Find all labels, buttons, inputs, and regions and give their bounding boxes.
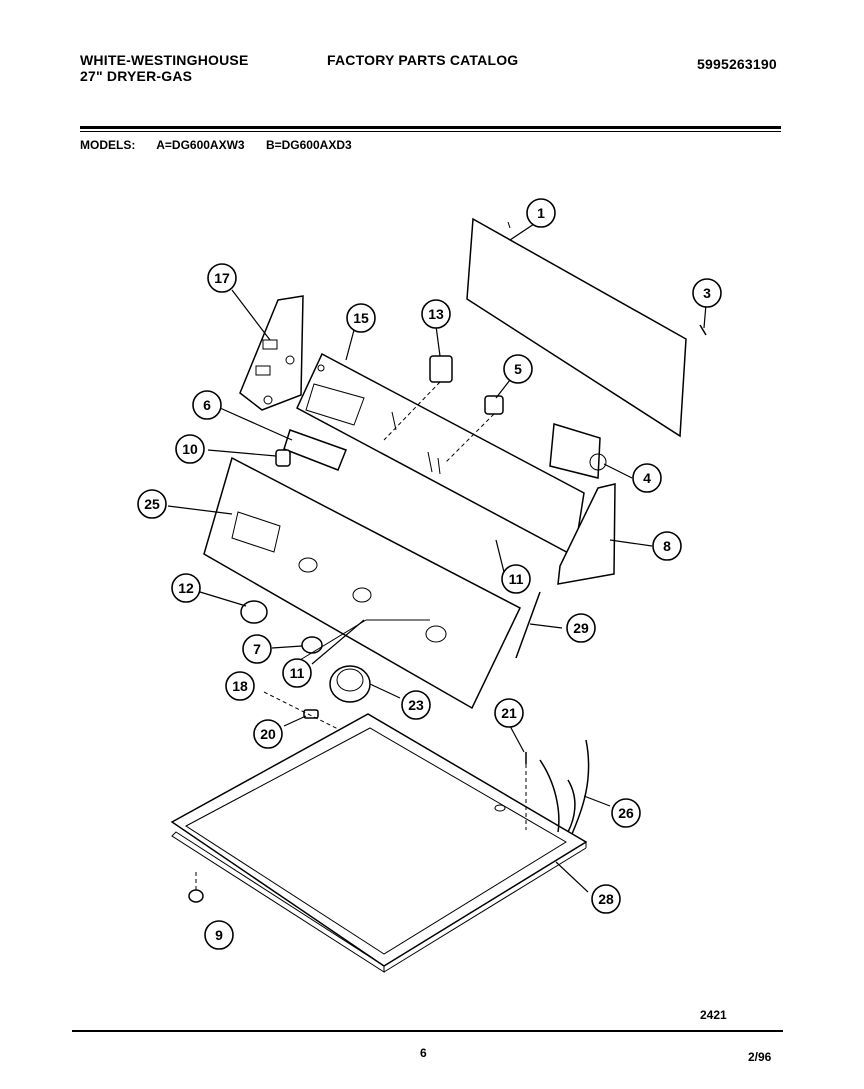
part-rear-panel (466, 217, 687, 438)
page-number: 6 (420, 1046, 427, 1060)
models-row: MODELS: A=DG600AXW3 B=DG600AXD3 (80, 138, 370, 152)
part-knob-small (275, 449, 291, 467)
svg-text:13: 13 (428, 306, 444, 322)
callout-18: 18 (225, 671, 255, 701)
svg-text:18: 18 (232, 678, 248, 694)
callout-20: 20 (253, 719, 283, 749)
part-screw (699, 324, 707, 336)
svg-text:28: 28 (598, 891, 614, 907)
part-top-panel (170, 713, 588, 973)
brand-name: WHITE-WESTINGHOUSE (80, 52, 249, 68)
callout-11-left: 11 (282, 658, 312, 688)
callout-23: 23 (401, 690, 431, 720)
svg-text:17: 17 (214, 270, 230, 286)
part-knob-12 (240, 600, 268, 624)
svg-text:10: 10 (182, 441, 198, 457)
leader-lines (167, 223, 707, 893)
svg-text:20: 20 (260, 726, 276, 742)
part-knob-7 (301, 636, 323, 654)
svg-text:6: 6 (203, 397, 211, 413)
header-rule-thin (80, 131, 781, 132)
callout-4: 4 (632, 463, 662, 493)
callout-9: 9 (204, 920, 234, 950)
callout-11-right: 11 (501, 564, 531, 594)
svg-text:25: 25 (144, 496, 160, 512)
footer-rule (72, 1030, 783, 1032)
callout-12: 12 (171, 573, 201, 603)
catalog-number: 5995263190 (697, 56, 777, 72)
svg-text:26: 26 (618, 805, 634, 821)
diagram-number: 2421 (700, 1008, 727, 1022)
callout-10: 10 (175, 434, 205, 464)
part-foot (188, 889, 204, 903)
part-switch (429, 355, 453, 383)
svg-text:7: 7 (253, 641, 261, 657)
callout-15: 15 (346, 303, 376, 333)
callout-3: 3 (692, 278, 722, 308)
svg-text:12: 12 (178, 580, 194, 596)
models-label: MODELS: (80, 138, 136, 152)
svg-text:8: 8 (663, 538, 671, 554)
callout-17: 17 (207, 263, 237, 293)
svg-text:21: 21 (501, 705, 517, 721)
svg-text:1: 1 (537, 205, 545, 221)
part-bracket (239, 295, 304, 411)
callout-26: 26 (611, 798, 641, 828)
part-clip (303, 709, 319, 719)
part-knob-large (329, 665, 371, 703)
model-b: B=DG600AXD3 (265, 138, 352, 152)
callout-7: 7 (242, 634, 272, 664)
part-end-cap (557, 483, 616, 585)
callout-29: 29 (566, 613, 596, 643)
callout-13: 13 (421, 299, 451, 329)
print-date: 2/96 (748, 1050, 772, 1064)
svg-text:29: 29 (573, 620, 589, 636)
part-console-front (203, 456, 521, 710)
part-hoses (539, 739, 590, 835)
model-type: 27" DRYER-GAS (80, 68, 193, 84)
model-a: A=DG600AXW3 (156, 138, 245, 152)
part-timer (549, 423, 607, 479)
callout-8: 8 (652, 531, 682, 561)
svg-text:5: 5 (514, 361, 522, 377)
svg-text:3: 3 (703, 285, 711, 301)
part-rod (515, 591, 541, 659)
part-small-switch (484, 395, 504, 415)
assembly-lines (195, 381, 527, 890)
svg-text:9: 9 (215, 927, 223, 943)
svg-text:4: 4 (643, 470, 651, 486)
svg-text:11: 11 (509, 571, 524, 587)
catalog-title: FACTORY PARTS CATALOG (327, 52, 519, 68)
svg-text:15: 15 (353, 310, 369, 326)
callout-6: 6 (192, 390, 222, 420)
callout-25: 25 (137, 489, 167, 519)
callout-5: 5 (503, 354, 533, 384)
callout-28: 28 (591, 884, 621, 914)
part-control-assembly (283, 429, 347, 471)
header-rule (80, 126, 781, 129)
svg-text:23: 23 (408, 697, 424, 713)
callout-21: 21 (494, 698, 524, 728)
callout-1: 1 (526, 198, 556, 228)
svg-text:11: 11 (290, 665, 305, 681)
